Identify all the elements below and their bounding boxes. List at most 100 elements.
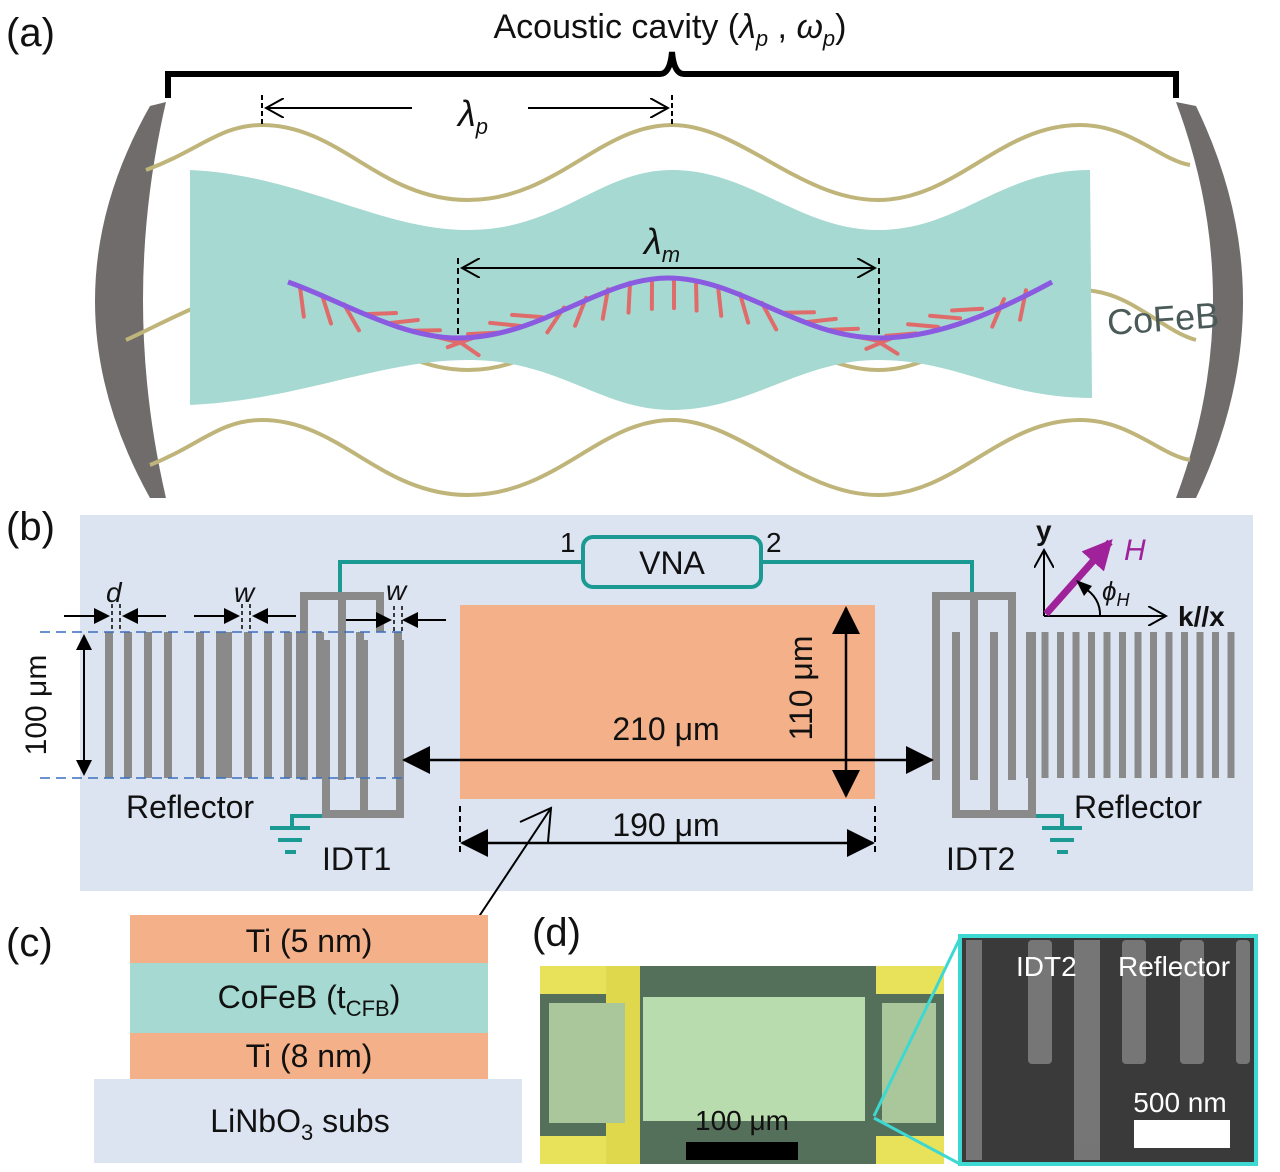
angle-arrowhead <box>1076 580 1092 596</box>
panel-a-label: (a) <box>6 11 55 55</box>
panel-d: (d) 100 μm IDT2 Reflector 500 nm <box>532 911 1258 1166</box>
reflector-left-label: Reflector <box>126 789 254 825</box>
idt2-electrode <box>932 592 1036 818</box>
reflector-finger <box>164 632 172 778</box>
rf-wiring <box>290 535 1064 827</box>
sem-idt2-label: IDT2 <box>1016 951 1077 982</box>
svg-text:w: w <box>386 575 408 606</box>
svg-text:d: d <box>106 577 123 608</box>
spin-vector <box>320 292 333 326</box>
optical-idt1-area <box>549 1003 625 1123</box>
field-label: H <box>1124 534 1146 567</box>
panel-d-label: (d) <box>532 911 581 955</box>
stack-pointer-line <box>477 807 552 919</box>
aperture-label: 100 μm <box>20 655 53 756</box>
reflector-finger <box>1103 632 1111 778</box>
spin-vector <box>364 311 398 317</box>
field-vector <box>1043 539 1113 617</box>
cavity-title: Acoustic cavity (λp , ωp) <box>493 8 846 51</box>
panel-b-label: (b) <box>6 505 55 549</box>
spin-vector <box>738 291 751 325</box>
reflector-finger <box>1134 632 1142 778</box>
vna-label: VNA <box>639 545 705 581</box>
cavity-brace <box>165 51 1179 98</box>
reflector-finger <box>144 632 152 778</box>
gap-label: 210 μm <box>612 711 719 747</box>
reflector-finger <box>1057 632 1064 778</box>
sem-scale-label: 500 nm <box>1133 1087 1226 1118</box>
reflector-finger <box>216 632 224 778</box>
svg-text:w: w <box>234 577 256 608</box>
reflector-finger <box>196 632 204 778</box>
reflector-finger <box>1227 632 1235 778</box>
film-height-label: 110 μm <box>783 636 819 741</box>
reflector-finger <box>1212 632 1219 778</box>
panel-b: (b) VNA 1 2 <box>6 505 1253 919</box>
sem-reflector-label: Reflector <box>1118 951 1230 982</box>
idt2-label: IDT2 <box>946 841 1015 877</box>
reflector-finger <box>124 632 132 778</box>
ground-symbol-right <box>1042 826 1082 854</box>
spin-vector <box>950 306 984 313</box>
cofeb-label: CoFeB <box>1106 294 1221 343</box>
sem-scale-bar <box>1134 1120 1230 1148</box>
reflector-finger <box>1119 632 1126 778</box>
y-axis-label: y <box>1036 515 1052 546</box>
port-1-label: 1 <box>560 527 576 558</box>
port-2-label: 2 <box>766 527 782 558</box>
w-marker-idt: w <box>346 575 446 632</box>
reflector-finger <box>224 632 232 778</box>
optical-scale-bar <box>686 1142 798 1160</box>
reflector-finger <box>1150 632 1157 778</box>
spin-vector <box>804 316 838 325</box>
spin-vector <box>298 284 306 319</box>
optical-scale-label: 100 μm <box>695 1105 789 1136</box>
zoom-line-bottom <box>873 1116 961 1166</box>
spin-vector <box>928 313 962 321</box>
layer-substrate <box>94 1079 522 1163</box>
spin-vector <box>626 280 632 315</box>
reflector-finger <box>1165 632 1173 778</box>
layer-ti-top <box>130 915 488 963</box>
layer-cofeb-label: CoFeB (tCFB) <box>218 979 401 1021</box>
reflector-finger <box>244 632 252 778</box>
sem-electrodes <box>966 940 1250 1160</box>
reflector-finger <box>105 632 113 778</box>
spin-vector <box>510 312 544 320</box>
spin-vector <box>906 322 940 329</box>
x-axis-label: k//x <box>1178 601 1225 632</box>
reflector-finger <box>1072 632 1080 778</box>
spin-vector <box>600 287 610 321</box>
layer-cofeb <box>130 963 488 1033</box>
reflector-finger <box>1041 632 1049 778</box>
lambda-p-label: λp <box>456 93 488 139</box>
optical-film <box>643 997 865 1121</box>
reflector-finger <box>1181 632 1188 778</box>
layer-ti-top-label: Ti (5 nm) <box>246 923 373 959</box>
spin-vector <box>716 283 724 318</box>
spin-vector <box>488 320 522 328</box>
right-reflector-fingers <box>1026 632 1235 778</box>
reflector-finger <box>1088 632 1095 778</box>
lambda-m-label: λm <box>642 221 680 267</box>
reflector-right-label: Reflector <box>1074 789 1202 825</box>
reflector-finger <box>1196 632 1204 778</box>
magnetic-film <box>460 605 875 799</box>
optical-idt2-area <box>882 1003 936 1123</box>
angle-label: ϕH <box>1102 576 1130 610</box>
right-mirror <box>1176 102 1243 498</box>
zoom-line-top <box>872 937 962 1117</box>
layer-ti-bottom-label: Ti (8 nm) <box>246 1038 373 1074</box>
film-width-label: 190 μm <box>612 807 719 843</box>
spin-vector <box>990 297 1006 329</box>
ground-symbol-left <box>270 826 310 854</box>
reflector-finger <box>284 632 292 778</box>
reflector-finger <box>316 632 324 778</box>
layer-ti-bottom <box>130 1033 488 1079</box>
spin-vector <box>694 278 699 313</box>
left-mirror-body <box>95 102 166 498</box>
panel-c-label: (c) <box>6 921 53 965</box>
idt1-label: IDT1 <box>322 841 391 877</box>
spin-vector <box>870 335 900 356</box>
